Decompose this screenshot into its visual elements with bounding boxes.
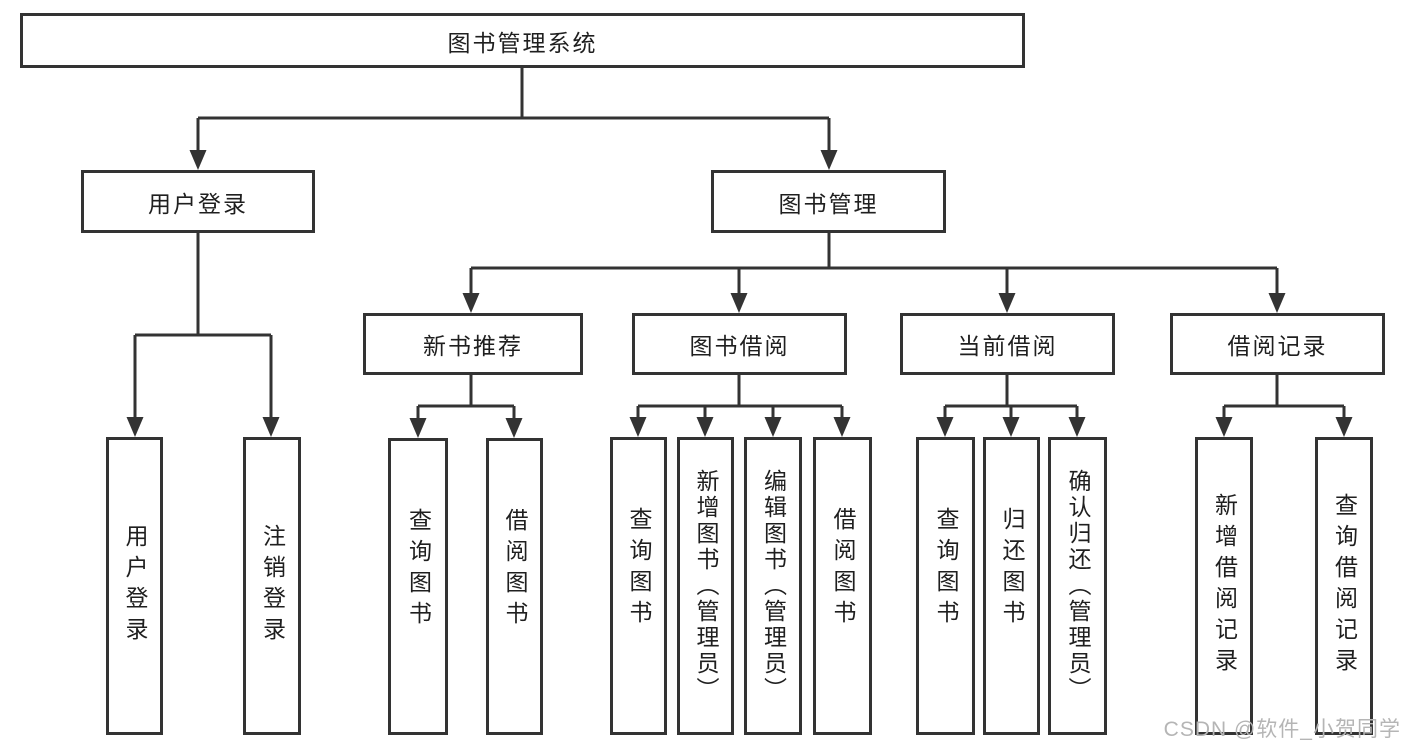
node-book-borrowing: 图书借阅 <box>632 313 847 375</box>
leaf-borrow-books: 借阅图书 <box>813 437 872 735</box>
csdn-watermark: CSDN @软件_小贺同学 <box>1163 718 1401 741</box>
leaf-query-books-recommend: 查询图书 <box>388 438 448 735</box>
leaf-add-borrow-record: 新增借阅记录 <box>1195 437 1253 735</box>
leaf-confirm-return-admin: 确认归还（管理员） <box>1048 437 1107 735</box>
node-book-management-branch: 图书管理 <box>711 170 946 233</box>
node-borrowing-records: 借阅记录 <box>1170 313 1385 375</box>
leaf-query-borrow-record: 查询借阅记录 <box>1315 437 1373 735</box>
leaf-query-books-current: 查询图书 <box>916 437 975 735</box>
node-book-management-system: 图书管理系统 <box>20 13 1025 68</box>
leaf-logout: 注销登录 <box>243 437 301 735</box>
leaf-edit-books-admin: 编辑图书（管理员） <box>744 437 802 735</box>
leaf-user-login: 用户登录 <box>106 437 163 735</box>
node-user-login-branch: 用户登录 <box>81 170 315 233</box>
leaf-borrow-books-recommend: 借阅图书 <box>486 438 543 735</box>
connector-paths <box>133 68 1346 422</box>
node-current-borrowing: 当前借阅 <box>900 313 1115 375</box>
arrowheads <box>126 150 1353 438</box>
node-new-book-recommendation: 新书推荐 <box>363 313 583 375</box>
leaf-return-books: 归还图书 <box>983 437 1040 735</box>
leaf-query-books-borrow: 查询图书 <box>610 437 667 735</box>
leaf-add-books-admin: 新增图书（管理员） <box>677 437 734 735</box>
